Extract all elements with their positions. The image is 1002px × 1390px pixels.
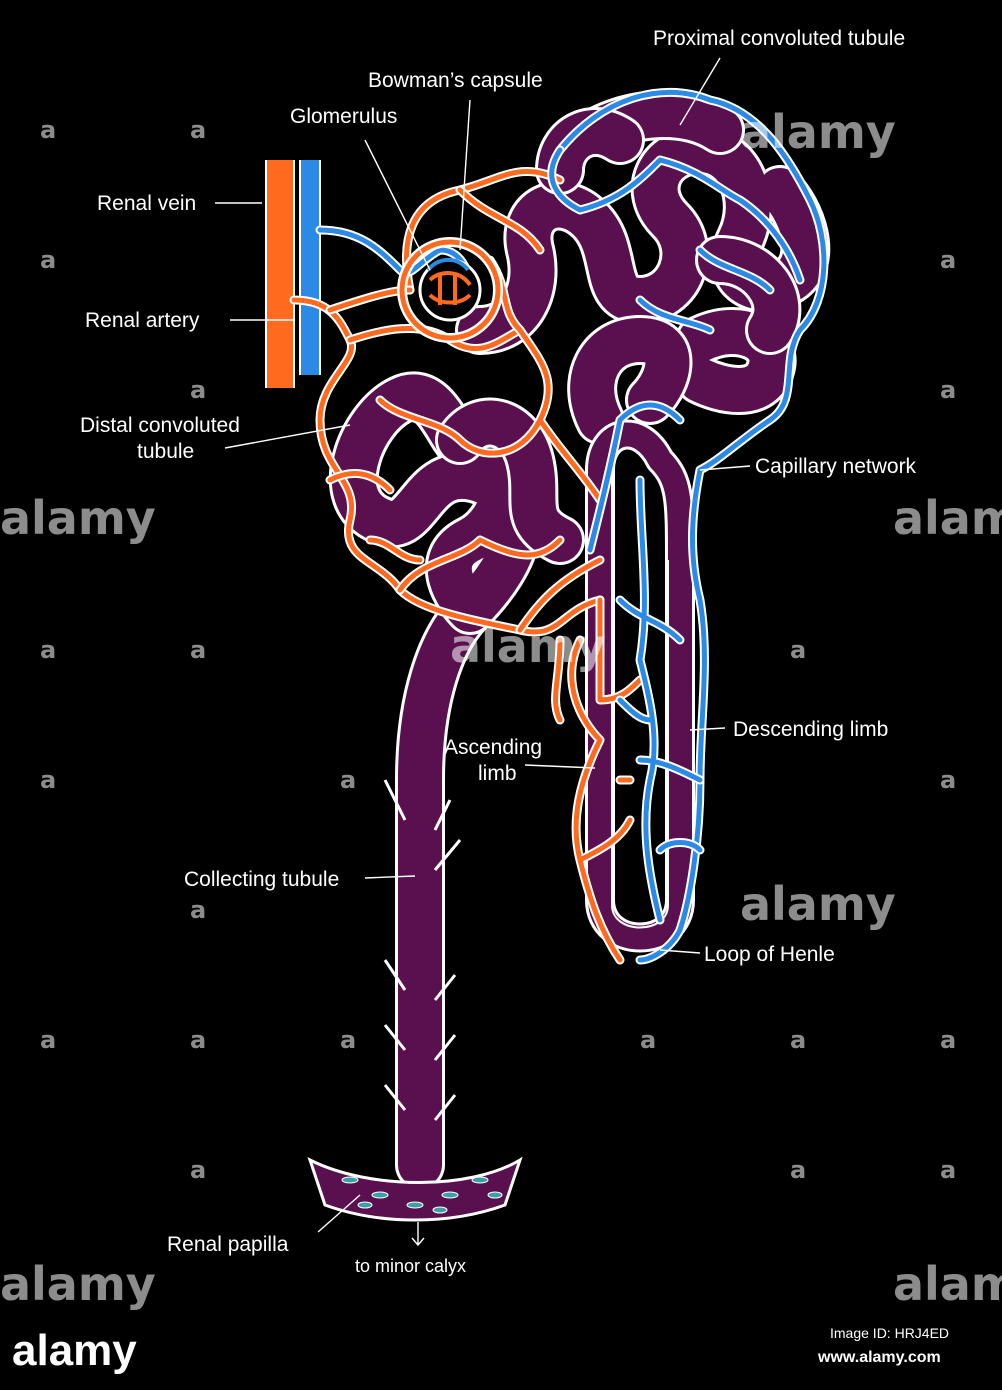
watermark-letter: a <box>190 1026 206 1054</box>
watermark-letter: a <box>190 1156 206 1184</box>
watermark-letter: a <box>190 636 206 664</box>
label-capillary-network: Capillary network <box>755 455 917 478</box>
watermark-brand: alamy <box>740 105 896 159</box>
watermark-letter: a <box>790 636 806 664</box>
watermark-letter: a <box>190 376 206 404</box>
label-ascending-line1: Ascending <box>444 736 542 759</box>
watermarks: alamy alamy alamy alamy alamy alamy alam… <box>0 105 1002 1311</box>
label-bowmans-capsule: Bowman’s capsule <box>368 69 543 92</box>
watermark-letter: a <box>40 1026 56 1054</box>
label-descending-limb: Descending limb <box>733 718 888 741</box>
watermark-letter: a <box>940 246 956 274</box>
watermark-letter: a <box>190 896 206 924</box>
footer-logo: alamy <box>12 1326 137 1375</box>
watermark-letter: a <box>940 1156 956 1184</box>
glomerulus-group <box>397 237 503 343</box>
label-distal-line2: tubule <box>137 440 194 463</box>
leader-lines <box>215 57 751 1247</box>
watermark-letter: a <box>40 116 56 144</box>
label-collecting-tubule: Collecting tubule <box>184 868 339 891</box>
label-ascending-line2: limb <box>478 762 517 785</box>
label-renal-vein: Renal vein <box>97 192 196 215</box>
renal-vessels <box>265 160 321 388</box>
watermark-brand: alamy <box>0 1257 156 1311</box>
renal-papilla-shape <box>307 1156 523 1222</box>
watermark-brand: alamy <box>893 491 1002 545</box>
watermark-letter: a <box>640 1026 656 1054</box>
watermark-letter: a <box>790 1156 806 1184</box>
label-to-minor-calyx: to minor calyx <box>355 1256 466 1276</box>
watermark-brand: alamy <box>893 1257 1002 1311</box>
renal-vein-vessel <box>300 160 320 375</box>
label-distal-line1: Distal convoluted <box>80 414 240 437</box>
watermark-letter: a <box>940 376 956 404</box>
label-renal-papilla: Renal papilla <box>167 1233 289 1256</box>
watermark-letter: a <box>340 1026 356 1054</box>
venous-capillaries <box>315 87 829 965</box>
footer: alamy Image ID: HRJ4ED www.alamy.com <box>12 1325 949 1375</box>
watermark-letter: a <box>940 766 956 794</box>
footer-image-id: Image ID: HRJ4ED <box>830 1325 949 1341</box>
label-renal-artery: Renal artery <box>85 309 200 332</box>
watermark-letter: a <box>790 1026 806 1054</box>
watermark-letter: a <box>340 766 356 794</box>
watermark-letter: a <box>40 636 56 664</box>
nephron-tubule <box>328 90 831 1190</box>
watermark-brand: alamy <box>0 491 156 545</box>
diagram-labels: Proximal convoluted tubule Bowman’s caps… <box>80 27 917 1276</box>
label-glomerulus: Glomerulus <box>290 105 397 128</box>
renal-artery-vessel <box>266 160 294 388</box>
watermark-letter: a <box>40 766 56 794</box>
watermark-letter: a <box>190 116 206 144</box>
watermark-letter: a <box>40 246 56 274</box>
watermark-brand: alamy <box>740 877 896 931</box>
watermark-letter: a <box>940 1026 956 1054</box>
footer-site: www.alamy.com <box>817 1349 941 1366</box>
watermark-brand: alamy <box>450 619 606 673</box>
label-proximal-convoluted-tubule: Proximal convoluted tubule <box>653 27 905 50</box>
label-loop-of-henle: Loop of Henle <box>704 943 835 966</box>
